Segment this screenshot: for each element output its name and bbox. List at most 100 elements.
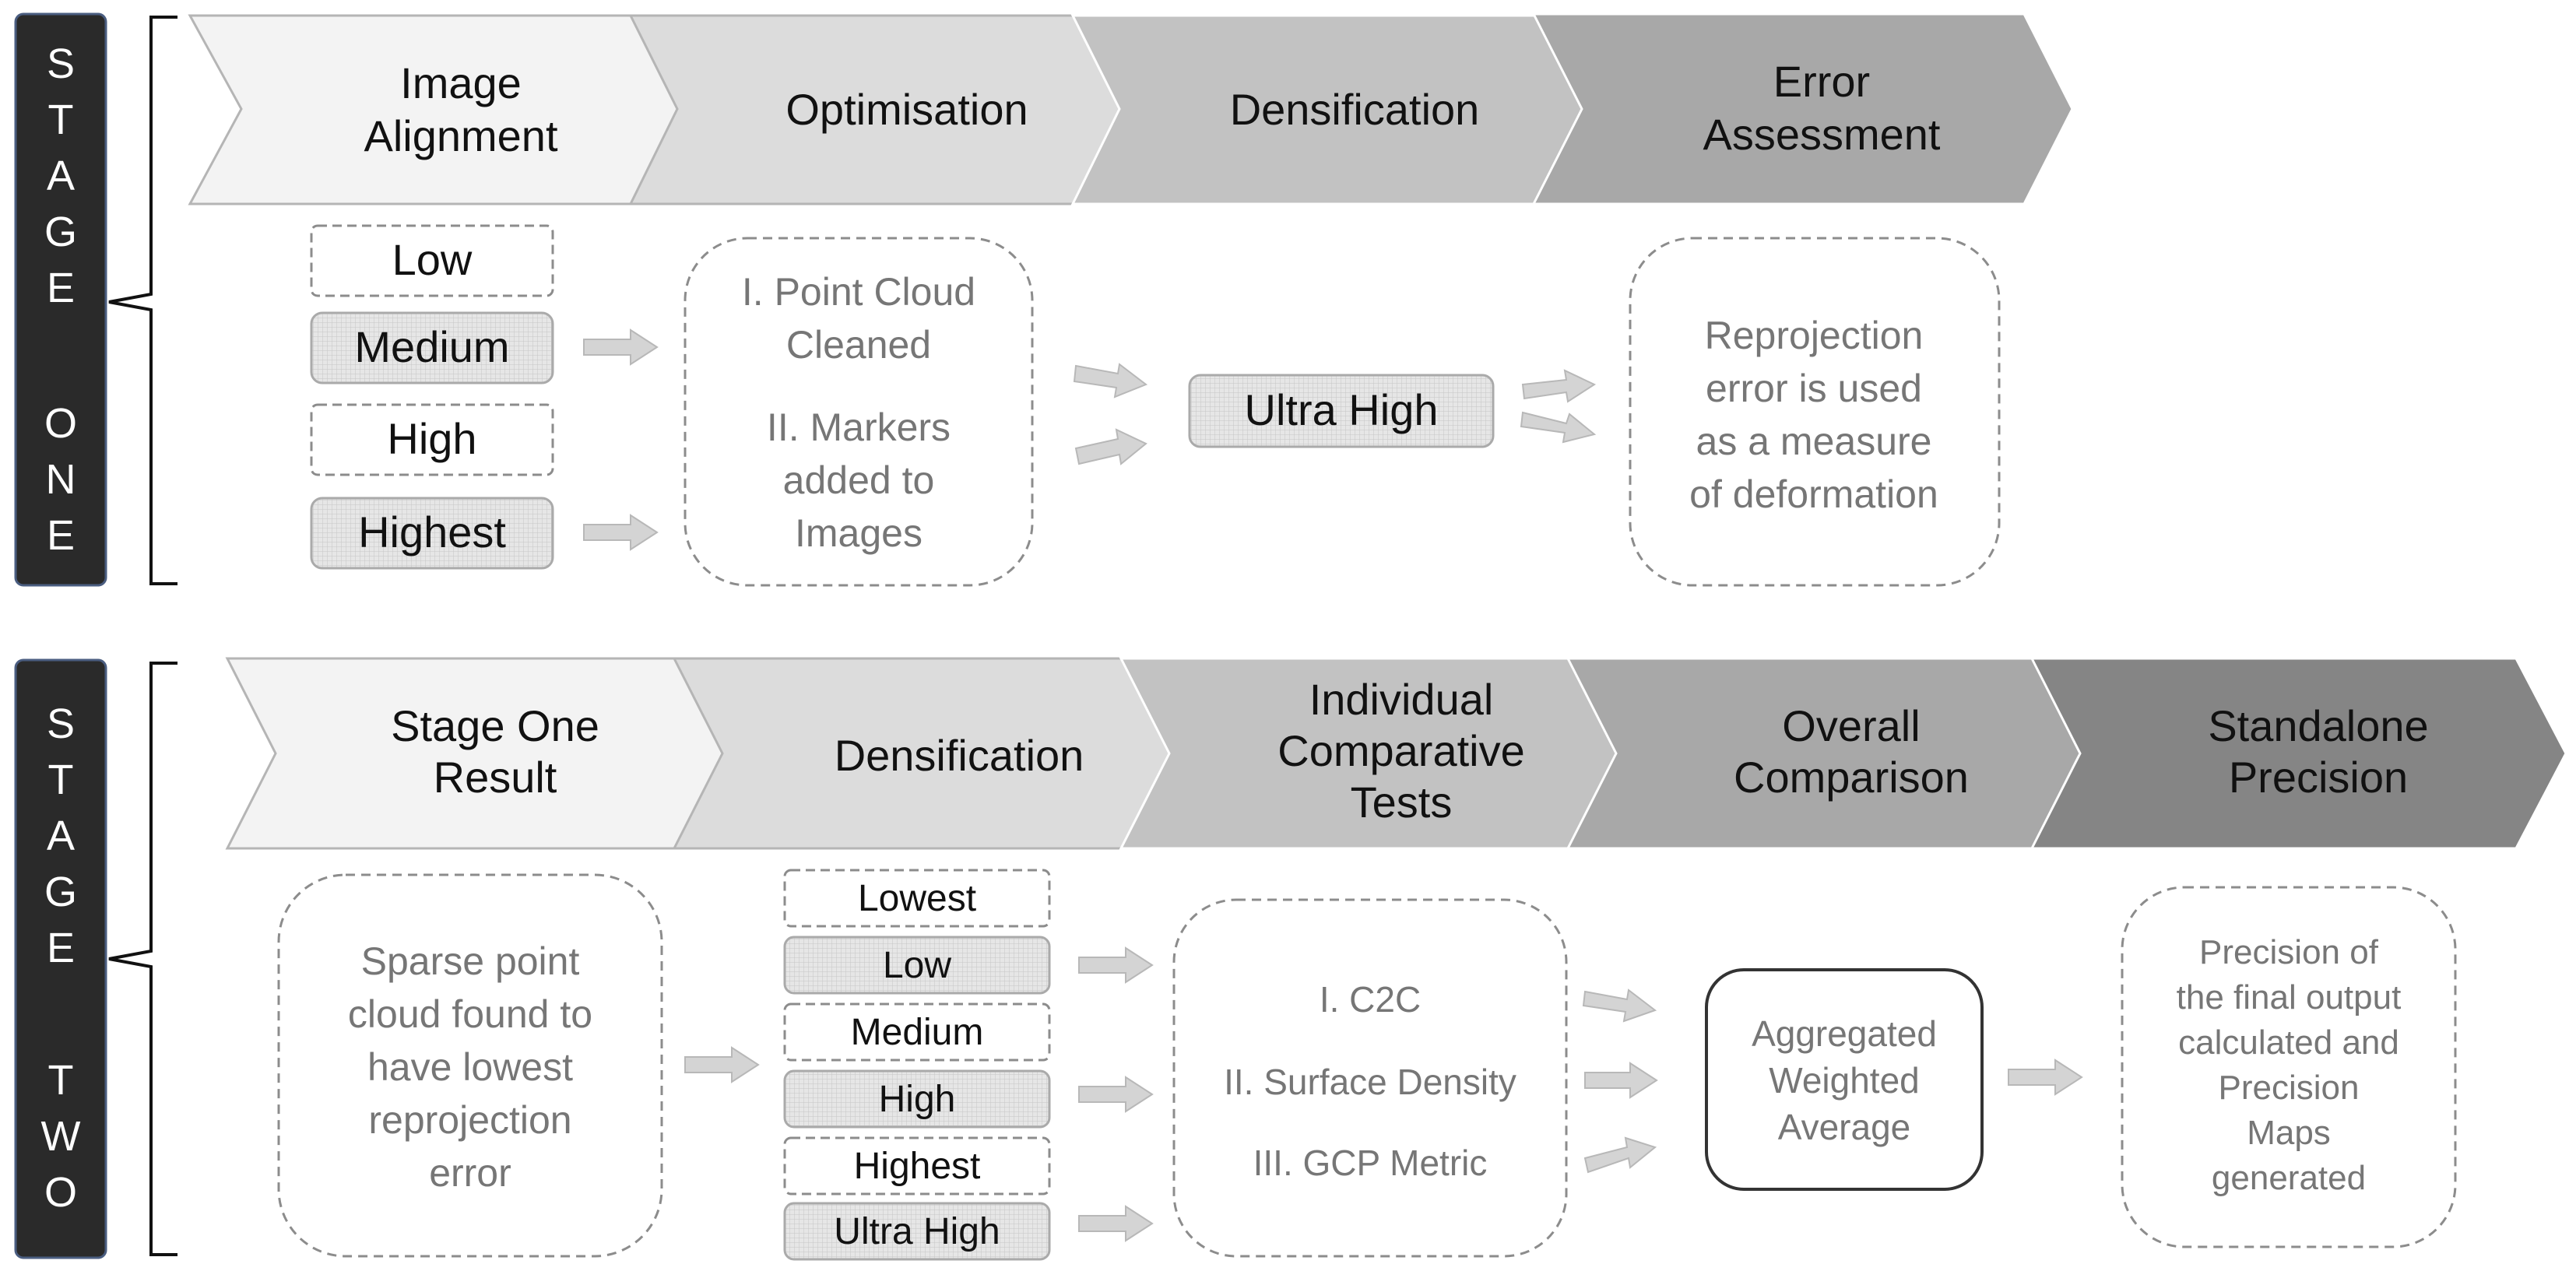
option-label: Medium <box>851 1012 984 1053</box>
option-label: Low <box>392 235 473 284</box>
chevron-label: Overall <box>1782 701 1920 750</box>
comparison-box <box>1705 968 1984 1191</box>
stage-one-letter: E <box>47 512 75 559</box>
tests-box <box>1172 898 1568 1258</box>
stage-two-chevrons <box>225 657 2567 850</box>
chevron-label: Optimisation <box>785 85 1028 134</box>
result-line: have lowest <box>367 1045 573 1089</box>
arrow-icon <box>684 1046 760 1083</box>
arrow-icon <box>1520 411 1597 444</box>
option-highest <box>783 1136 1051 1196</box>
alignment-options: Low Medium High Highest <box>310 224 554 570</box>
optimisation-line: II. Markers <box>767 406 951 449</box>
option-label: High <box>879 1079 956 1120</box>
arrow-icon <box>1074 428 1147 465</box>
option-low <box>783 936 1051 995</box>
option-label: Highest <box>358 507 506 557</box>
precision-line: Precision of <box>2199 933 2379 971</box>
stage-two-letter: A <box>47 813 75 859</box>
optimisation-line: Images <box>795 511 923 555</box>
error-box <box>1629 237 2001 587</box>
stage-one-chevrons <box>188 12 2074 205</box>
stage-two-arrows <box>684 946 2083 1242</box>
optimisation-text: I. Point Cloud Cleaned II. Markers added… <box>742 270 975 555</box>
tests-line: II. Surface Density <box>1224 1062 1516 1102</box>
chevron-label: Tests <box>1351 778 1453 827</box>
tests-line: I. C2C <box>1320 979 1421 1020</box>
optimisation-box <box>684 237 1034 587</box>
arrow-icon <box>2008 1059 2083 1096</box>
precision-box <box>2121 886 2457 1248</box>
arrow-icon <box>1078 1076 1154 1113</box>
chevron-standalone-precision <box>2030 657 2567 850</box>
option-label: Highest <box>854 1146 981 1187</box>
stage-two-label: S T A G E T W O <box>14 658 107 1259</box>
comparison-line: Aggregated <box>1752 1013 1937 1054</box>
stage-two-chevron-labels: Stage One Result Densification Individua… <box>391 675 2429 827</box>
chevron-label: Comparative <box>1277 726 1524 775</box>
option-high <box>310 403 554 476</box>
stage-one-result-text: Sparse point cloud found to have lowest … <box>348 939 592 1195</box>
arrow-icon <box>1078 946 1154 984</box>
error-line: Reprojection <box>1705 314 1924 357</box>
precision-line: generated <box>2212 1159 2366 1197</box>
precision-text: Precision of the final output calculated… <box>2177 933 2402 1197</box>
arrow-icon <box>1521 369 1597 403</box>
error-line: of deformation <box>1689 472 1938 516</box>
stage-two-letter: O <box>44 1169 77 1216</box>
error-line: as a measure <box>1696 420 1932 463</box>
stage-one-letter: S <box>47 40 75 87</box>
option-lowest <box>783 869 1051 928</box>
option-highest <box>310 497 554 570</box>
ultra-high-box <box>1188 374 1495 448</box>
chevron-label: Alignment <box>364 111 557 160</box>
densification-options: Lowest Low Medium High Highest Ultra Hig… <box>783 869 1051 1261</box>
stage-one-letter: T <box>48 97 74 143</box>
precision-line: calculated and <box>2178 1023 2399 1062</box>
option-label: Ultra High <box>834 1211 1000 1252</box>
tests-text: I. C2C II. Surface Density III. GCP Metr… <box>1224 979 1516 1183</box>
arrow-icon <box>1584 1062 1658 1099</box>
chevron-image-alignment <box>188 14 702 205</box>
comparison-line: Weighted <box>1769 1060 1920 1101</box>
chevron-label: Result <box>434 753 557 802</box>
stage-one-letter: A <box>47 153 75 199</box>
option-label: Medium <box>354 322 509 371</box>
option-label: Lowest <box>858 878 976 919</box>
option-medium <box>310 311 554 384</box>
chevron-label: Precision <box>2229 753 2408 802</box>
stage-two-letter: G <box>44 869 77 915</box>
stage-one-brace <box>108 16 177 585</box>
precision-line: Maps <box>2247 1114 2331 1152</box>
optimisation-line: Cleaned <box>786 323 931 367</box>
chevron-error-assessment <box>1531 12 2074 205</box>
stage-one-letter: G <box>44 209 77 255</box>
chevron-label: Error <box>1773 57 1870 106</box>
stage-one-letter: O <box>44 400 77 447</box>
comparison-text: Aggregated Weighted Average <box>1752 1013 1937 1147</box>
comparison-line: Average <box>1778 1107 1911 1147</box>
stage-two-letter: T <box>48 757 74 803</box>
arrow-icon <box>1078 1205 1154 1242</box>
chevron-label: Densification <box>835 731 1084 780</box>
stage-one-result-box <box>277 873 663 1258</box>
option-high <box>783 1069 1051 1129</box>
precision-line: Precision <box>2219 1069 2360 1107</box>
stage-two-letter: E <box>47 925 75 971</box>
chevron-label: Standalone <box>2208 701 2428 750</box>
option-medium <box>783 1002 1051 1062</box>
arrow-icon <box>1582 988 1657 1023</box>
chevron-label: Image <box>400 58 522 107</box>
result-line: Sparse point <box>361 939 580 983</box>
option-ultra-high <box>783 1202 1051 1261</box>
arrow-icon <box>583 328 659 366</box>
result-line: error <box>429 1151 511 1195</box>
arrow-icon <box>1073 363 1148 399</box>
precision-line: the final output <box>2177 978 2402 1016</box>
arrow-icon <box>583 514 659 551</box>
chevron-label: Densification <box>1230 85 1480 134</box>
ultra-high-label: Ultra High <box>1245 385 1439 434</box>
stage-two-brace <box>108 662 177 1256</box>
result-line: reprojection <box>368 1098 571 1142</box>
